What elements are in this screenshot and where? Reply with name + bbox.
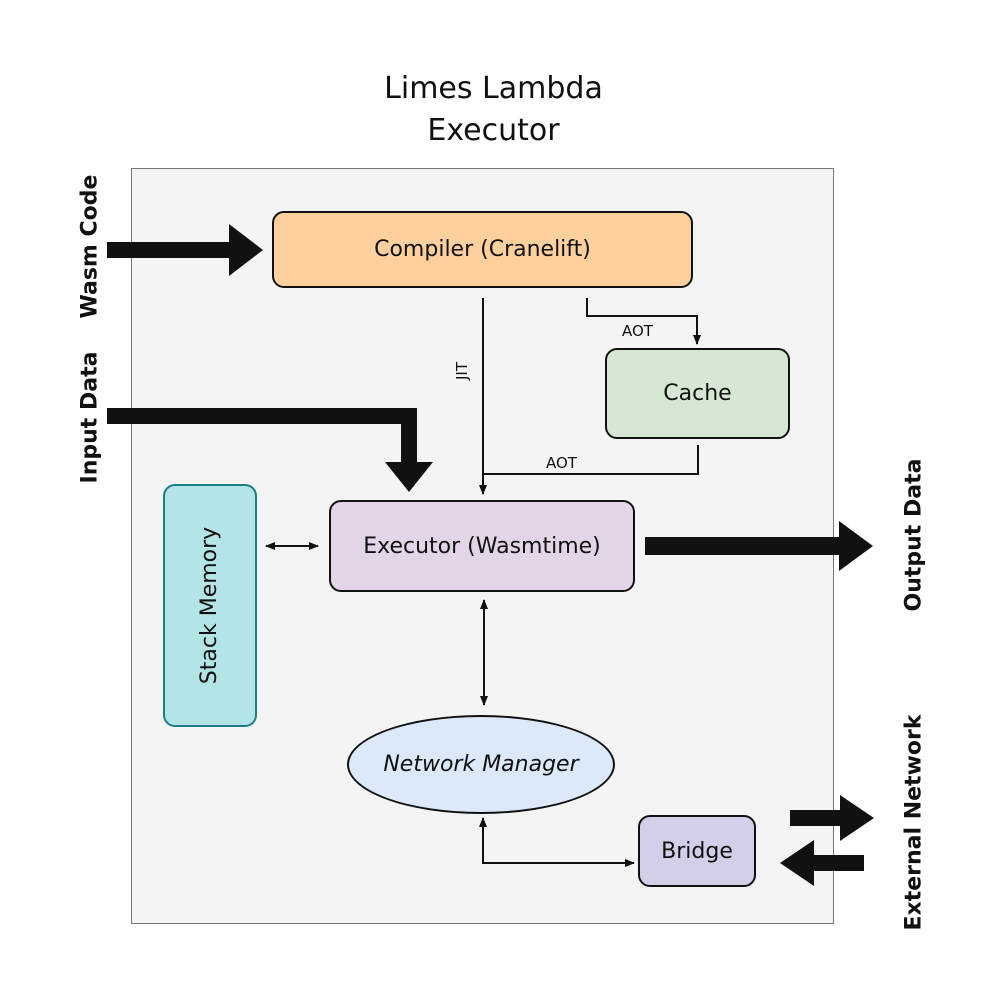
network-manager-label: Network Manager xyxy=(383,752,579,777)
network-manager-node: Network Manager xyxy=(347,715,615,814)
diagram-title: Limes Lambda Executor xyxy=(0,68,987,152)
bridge-label: Bridge xyxy=(661,838,733,864)
cache-node: Cache xyxy=(605,348,790,439)
title-line-2: Executor xyxy=(427,113,560,148)
compiler-label: Compiler (Cranelift) xyxy=(374,237,591,262)
external-network-label: External Network xyxy=(901,714,927,931)
input-data-arrow xyxy=(107,408,433,492)
executor-label: Executor (Wasmtime) xyxy=(363,533,601,559)
compiler-node: Compiler (Cranelift) xyxy=(272,211,693,288)
bridge-node: Bridge xyxy=(638,815,756,887)
output-data-label: Output Data xyxy=(901,458,927,612)
aot-from-cache-label: AOT xyxy=(546,454,577,472)
wasm-code-arrow xyxy=(107,224,263,276)
wasm-code-label: Wasm Code xyxy=(77,174,103,319)
network-bridge-edge xyxy=(479,817,635,867)
aot-to-cache-label: AOT xyxy=(622,322,653,340)
output-data-arrow xyxy=(645,521,873,571)
executor-node: Executor (Wasmtime) xyxy=(329,500,635,592)
stack-memory-label: Stack Memory xyxy=(197,526,223,685)
title-line-1: Limes Lambda xyxy=(384,71,603,106)
cache-label: Cache xyxy=(663,381,732,406)
stack-memory-node: Stack Memory xyxy=(163,484,257,727)
input-data-label: Input Data xyxy=(77,351,103,484)
aot-to-cache-edge xyxy=(586,298,701,345)
external-network-arrows xyxy=(780,795,874,886)
aot-from-cache-edge xyxy=(484,445,699,475)
jit-label: JIT xyxy=(453,361,472,381)
